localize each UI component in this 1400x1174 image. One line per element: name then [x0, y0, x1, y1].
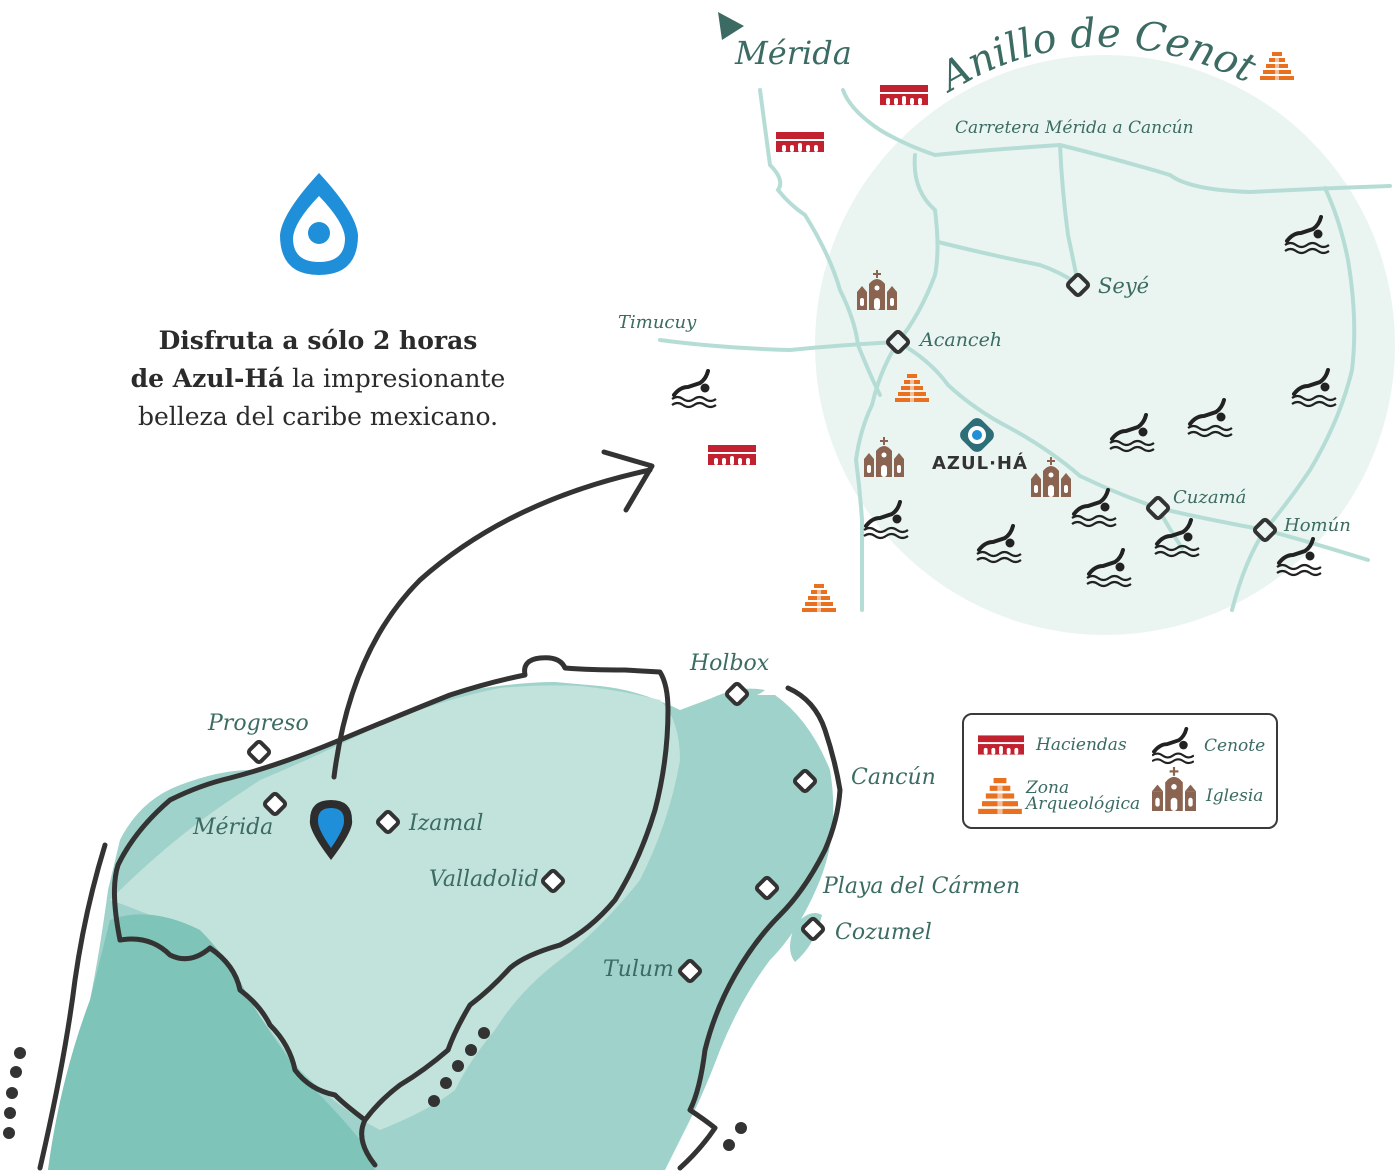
progreso-marker[interactable]: [245, 738, 273, 766]
place-label-homun: Homún: [1283, 515, 1351, 536]
azulha-logo: AZUL·HÁ: [932, 418, 1028, 474]
place-label-timucuy: Timucuy: [618, 312, 697, 333]
pyramid-icon: [802, 584, 836, 612]
location-pin-icon[interactable]: [309, 800, 353, 860]
legend-haciendas: Haciendas: [978, 735, 1127, 755]
swimmer-icon: [670, 369, 718, 409]
place-label-playa: Playa del Cármen: [822, 874, 1020, 899]
pyramid-icon: [1260, 52, 1294, 80]
place-label-valladolid: Valladolid: [429, 867, 539, 892]
pyramid-icon: [978, 778, 1022, 814]
intro-line-2: de Azul-Há la impresionante: [130, 364, 506, 393]
hacienda-icon: [708, 445, 756, 465]
hacienda-icon: [776, 132, 824, 152]
legend-haciendas-label: Haciendas: [1036, 735, 1127, 755]
place-label-cancun: Cancún: [851, 765, 936, 790]
zoom-arrow: [331, 449, 655, 780]
place-label-progreso: Progreso: [207, 711, 309, 736]
place-label-izamal: Izamal: [408, 811, 483, 836]
legend-iglesia: Iglesia: [1152, 767, 1263, 811]
place-label-cuzama: Cuzamá: [1173, 487, 1246, 508]
water-drop-icon: [280, 173, 358, 275]
island-dots: [3, 1027, 747, 1151]
legend-iglesia-label: Iglesia: [1206, 786, 1264, 806]
legend-zona-label-1: Zona: [1026, 778, 1070, 798]
place-label-holbox: Holbox: [689, 651, 770, 676]
hacienda-icon: [880, 85, 928, 105]
legend-cenote: Cenote: [1152, 727, 1265, 765]
road-network: [658, 88, 1392, 612]
yucatan-region: [48, 682, 834, 1170]
intro-line-1: Disfruta a sólo 2 horas: [158, 326, 478, 355]
road-label: Carretera Mérida a Cancún: [955, 118, 1194, 138]
legend-zona: Zona Arqueológica: [978, 778, 1140, 814]
direction-arrow-icon: [718, 12, 744, 40]
swimmer-icon: [1152, 727, 1194, 765]
place-label-acanceh: Acanceh: [918, 329, 1002, 351]
church-icon: [1152, 767, 1196, 811]
cenote-ring-area: [815, 55, 1395, 635]
place-label-seye: Seyé: [1098, 274, 1149, 298]
merida-direction-label: Mérida: [734, 34, 852, 72]
hacienda-icon: [978, 735, 1024, 755]
legend-cenote-label: Cenote: [1204, 736, 1266, 756]
place-label-tulum: Tulum: [603, 957, 674, 982]
map-legend: Haciendas Cenote Zona Arqueológica Igles…: [962, 713, 1278, 829]
place-label-merida: Mérida: [192, 815, 273, 840]
place-label-cozumel: Cozumel: [835, 920, 932, 945]
azulha-wordmark: AZUL·HÁ: [932, 452, 1028, 474]
intro-line-3: belleza del caribe mexicano.: [137, 402, 499, 431]
intro-text: Disfruta a sólo 2 horas de Azul-Há la im…: [118, 322, 518, 436]
legend-zona-label-2: Arqueológica: [1026, 794, 1141, 814]
region-outline: [37, 655, 843, 1171]
